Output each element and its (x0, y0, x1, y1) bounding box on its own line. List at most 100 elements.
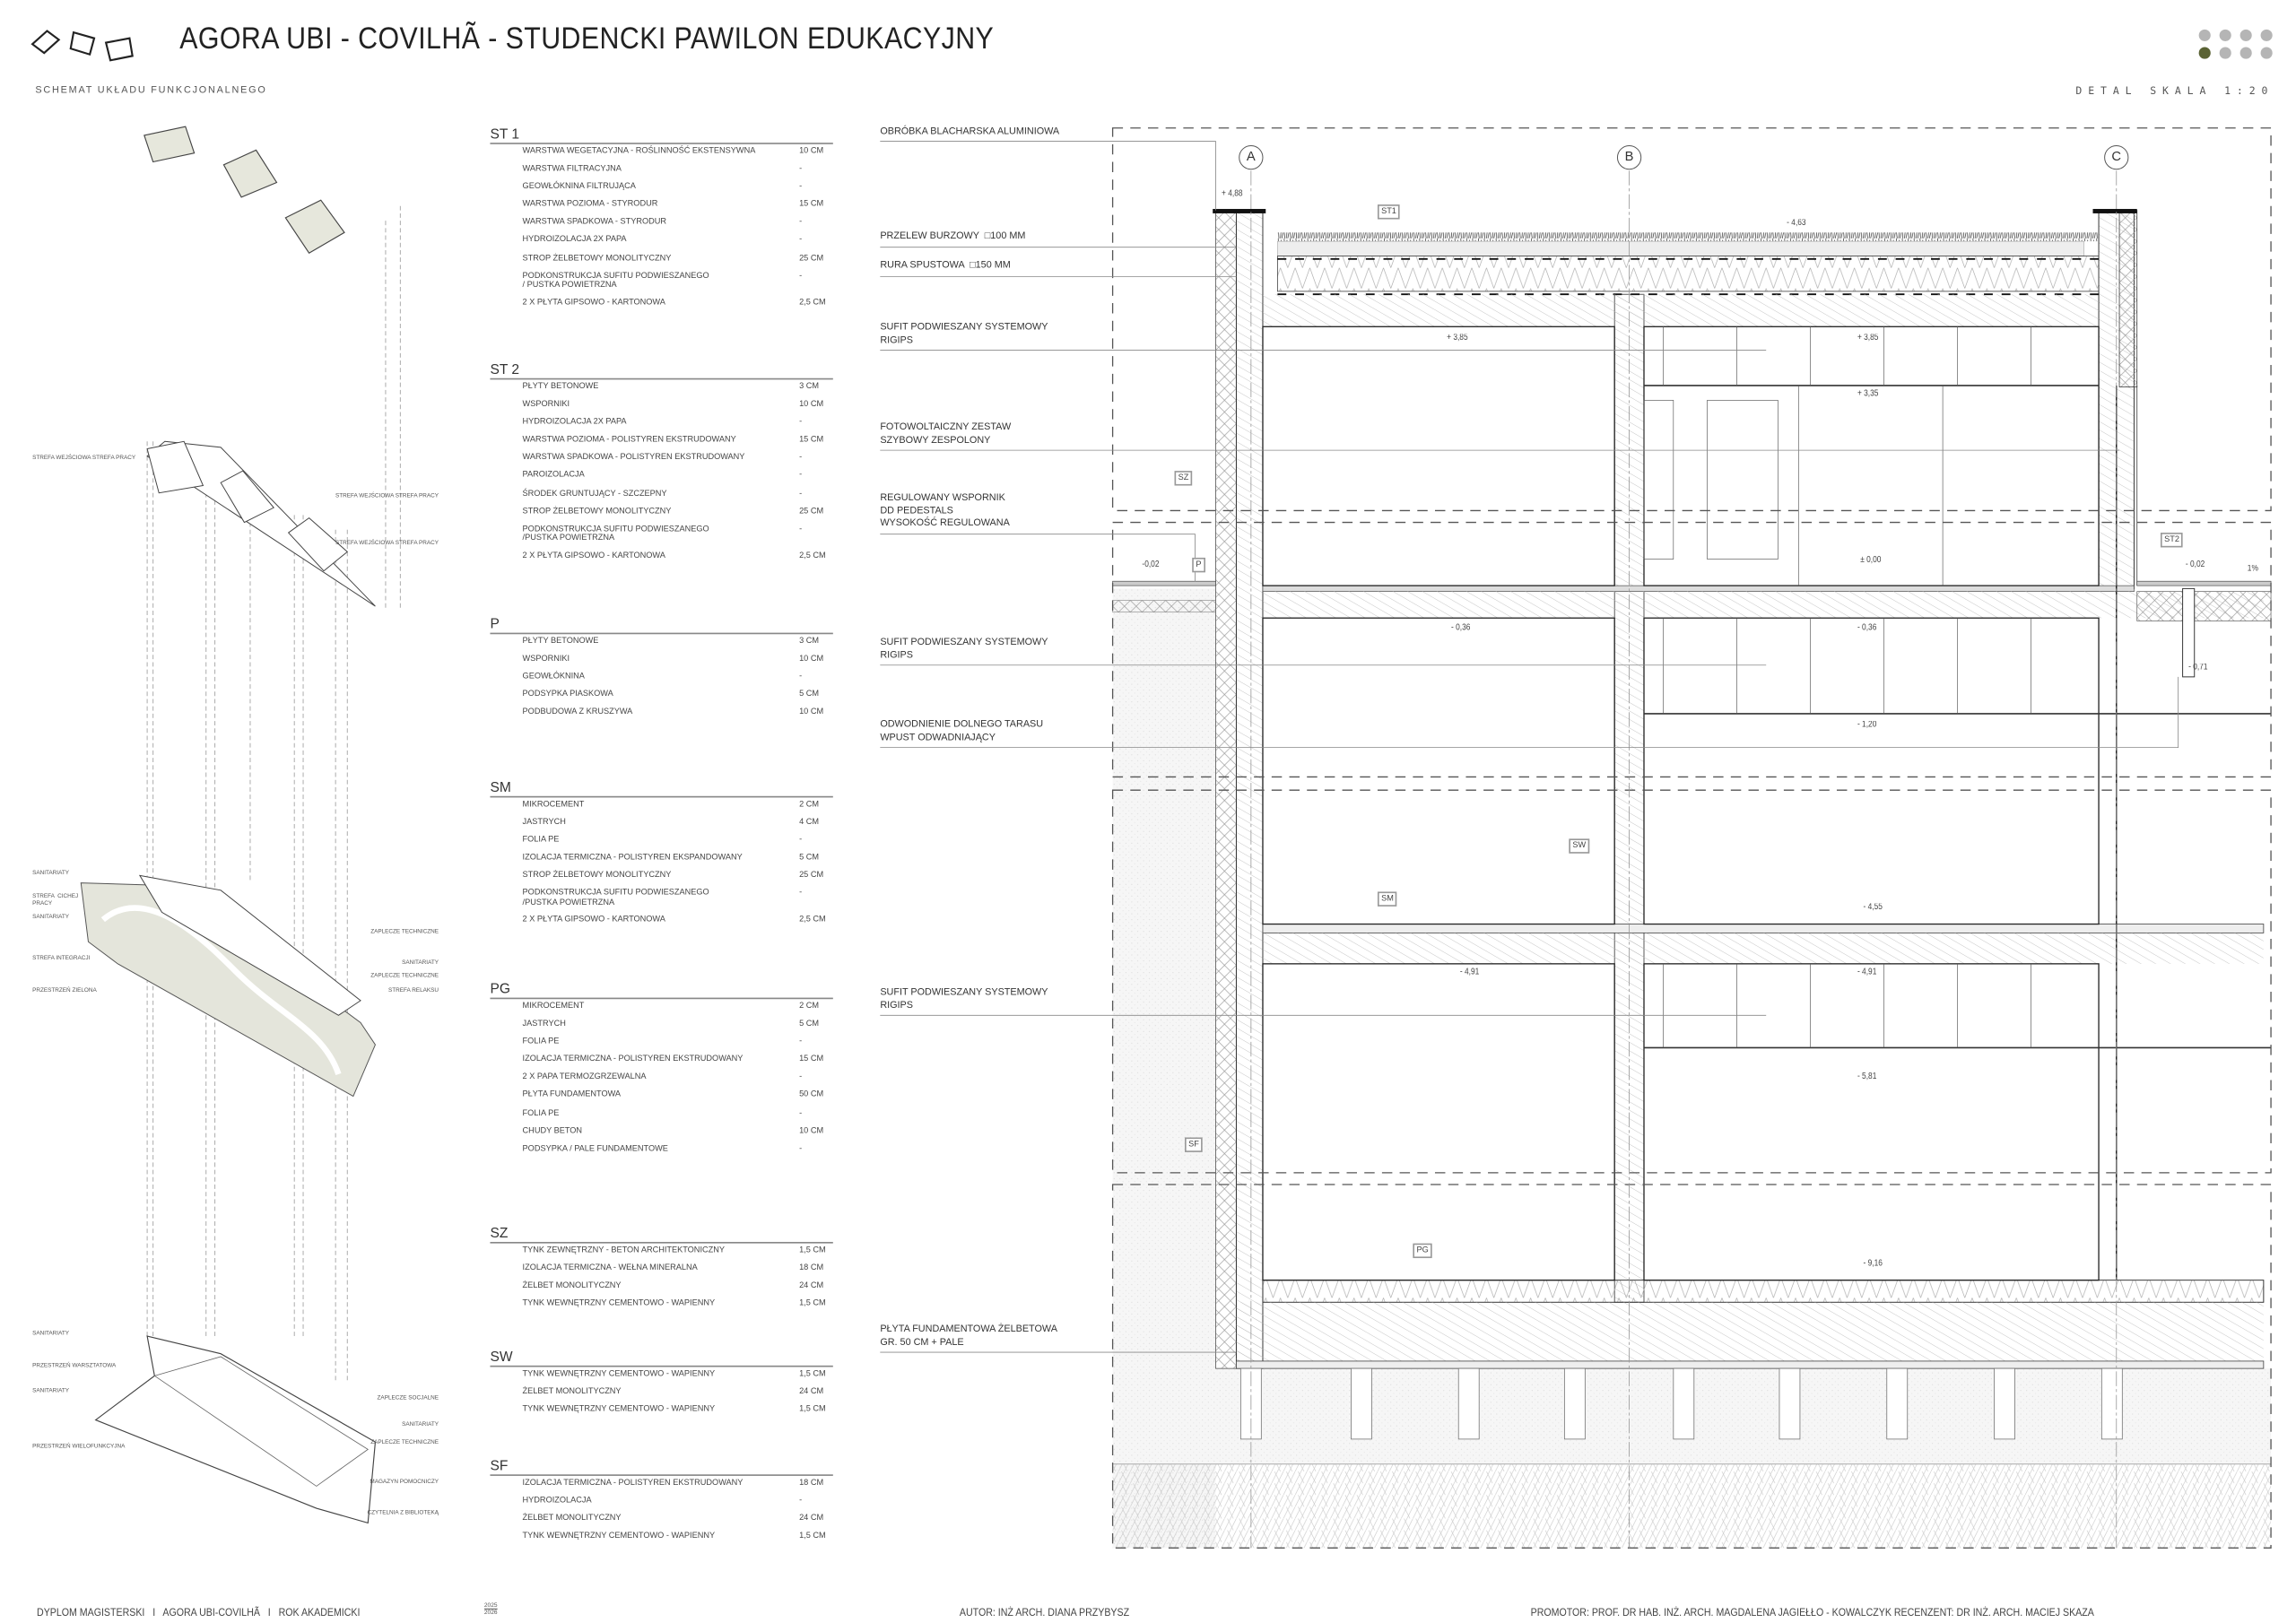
layer-thickness: 10 CM (799, 1126, 824, 1136)
layer-material: WARSTWA SPADKOWA - POLISTYREN EKSTRUDOWA… (522, 454, 745, 463)
layer-thickness: 10 CM (799, 400, 824, 410)
layer-material: WSPORNIKI (522, 655, 570, 664)
annotation: SUFIT PODWIESZANY SYSTEMOWY RIGIPS (880, 322, 1048, 345)
annotation: SUFIT PODWIESZANY SYSTEMOWY RIGIPS (880, 987, 1048, 1011)
year-end: 2026 (483, 1608, 498, 1617)
layer-section-code: SZ (490, 1227, 833, 1244)
layer-section-code: SW (490, 1350, 833, 1367)
axon-label: SANITARIATY (32, 912, 70, 920)
layer-material: 2 X PŁYTA GIPSOWO - KARTONOWA (522, 551, 665, 560)
layer-thickness: - (799, 1108, 803, 1118)
axonometric-diagram (80, 126, 401, 1524)
layer-thickness: 15 CM (799, 1055, 824, 1064)
layer-thickness: - (799, 489, 803, 499)
layer-row: PODKONSTRUKCJA SUFITU PODWIESZANEGO / PU… (490, 269, 832, 296)
axon-label: SANITARIATY (402, 958, 439, 966)
elevation-mark: -0,02 (1142, 560, 1160, 570)
layer-thickness: - (799, 164, 803, 174)
layer-row: IZOLACJA TERMICZNA - POLISTYREN EKSTRUDO… (490, 1053, 832, 1071)
layer-row: HYDROIZOLACJA- (490, 1494, 832, 1512)
layer-row: ŻELBET MONOLITYCZNY 24 CM (490, 1512, 832, 1530)
layer-material: WSPORNIKI (522, 400, 570, 410)
axon-label: SANITARIATY (402, 1419, 439, 1428)
elevation-mark: - 0,02 (2185, 560, 2205, 570)
layer-row: PŁYTY BETONOWE 3 CM (490, 379, 832, 397)
layer-row: PAROIZOLACJA- (490, 469, 832, 487)
layer-material: FOLIA PE (522, 1108, 560, 1118)
layer-thickness: - (799, 1072, 803, 1082)
layer-material: TYNK WEWNĘTRZNY CEMENTOWO - WAPIENNY (522, 1532, 716, 1541)
layer-row: PODKONSTRUKCJA SUFITU PODWIESZANEGO /PUS… (490, 522, 832, 549)
layer-thickness: 2 CM (799, 800, 820, 810)
section-subtitle: SCHEMAT UKŁADU FUNKCJONALNEGO (35, 85, 267, 96)
layer-tag: SW (1569, 838, 1590, 854)
annotation: REGULOWANY WSPORNIK DD PEDESTALS WYSOKOŚ… (880, 492, 1010, 529)
layer-material: ŻELBET MONOLITYCZNY (522, 1281, 622, 1291)
layer-thickness: 25 CM (799, 507, 824, 516)
layer-thickness: 50 CM (799, 1090, 824, 1100)
layer-row: WARSTWA SPADKOWA - POLISTYREN EKSTRUDOWA… (490, 451, 832, 469)
layer-row: PODSYPKA / PALE FUNDAMENTOWE- (490, 1141, 832, 1159)
layer-tag: SM (1377, 891, 1397, 907)
layer-row: TYNK ZEWNĘTRZNY - BETON ARCHITEKTONICZNY… (490, 1244, 832, 1262)
layer-thickness: 10 CM (799, 655, 824, 664)
layer-material: TYNK ZEWNĘTRZNY - BETON ARCHITEKTONICZNY (522, 1245, 725, 1255)
layer-thickness: 2,5 CM (799, 551, 826, 560)
elevation-mark: - 1,20 (1857, 721, 1877, 730)
axon-label: SANITARIATY (32, 1328, 70, 1337)
layer-thickness: 25 CM (799, 872, 824, 881)
layer-thickness: - (799, 454, 803, 463)
layer-material: PODBUDOWA Z KRUSZYWA (522, 707, 633, 717)
annotation: ODWODNIENIE DOLNEGO TARASU WPUST ODWADNI… (880, 719, 1044, 743)
page-dot (2260, 29, 2273, 41)
elevation-mark: + 3,35 (1857, 389, 1879, 399)
layer-thickness: 18 CM (799, 1263, 824, 1273)
layer-tag: ST2 (2160, 533, 2184, 548)
layer-row: 2 X PŁYTA GIPSOWO - KARTONOWA 2,5 CM (490, 549, 832, 567)
layer-material: GEOWŁÓKNINA FILTRUJĄCA (522, 182, 636, 192)
axon-label: STREFA WEJŚCIOWA STREFA PRACY (32, 453, 136, 461)
layer-thickness: 24 CM (799, 1281, 824, 1291)
elevation-mark: - 4,91 (1857, 968, 1877, 977)
axon-label: ZAPLECZE TECHNICZNE (370, 926, 439, 935)
layer-thickness: 24 CM (799, 1387, 824, 1397)
layer-thickness: 2 CM (799, 1002, 820, 1011)
layer-material: WARSTWA WEGETACYJNA - ROŚLINNOŚĆ EKSTENS… (522, 147, 756, 156)
layer-row: IZOLACJA TERMICZNA - POLISTYREN EKSTRUDO… (490, 1476, 832, 1494)
layer-material: ŚRODEK GRUNTUJĄCY - SZCZEPNY (522, 489, 667, 499)
layer-thickness: 3 CM (799, 382, 820, 392)
layer-material: ŻELBET MONOLITYCZNY (522, 1514, 622, 1523)
layer-row: WSPORNIKI 10 CM (490, 652, 832, 670)
layer-thickness: 18 CM (799, 1479, 824, 1488)
layer-material: JASTRYCH (522, 818, 566, 828)
layer-material: GEOWŁÓKNINA (522, 673, 585, 682)
layer-material: 2 X PŁYTA GIPSOWO - KARTONOWA (522, 916, 665, 925)
footer-info: DYPLOM MAGISTERSKI I AGORA UBI-COVILHÃ I… (37, 1605, 361, 1619)
layer-material: PODKONSTRUKCJA SUFITU PODWIESZANEGO / PU… (522, 272, 709, 291)
layer-material: WARSTWA POZIOMA - POLISTYREN EKSTRUDOWAN… (522, 436, 736, 446)
scale-label: DETAL SKALA 1:20 (2075, 85, 2274, 98)
layer-tag: P (1192, 557, 1205, 573)
layer-row: HYDROIZOLACJA 2X PAPA- (490, 415, 832, 433)
layer-thickness: 2,5 CM (799, 298, 826, 308)
layer-material: PODKONSTRUKCJA SUFITU PODWIESZANEGO /PUS… (522, 525, 709, 543)
logo-icon (30, 30, 134, 62)
layer-thickness: 24 CM (799, 1514, 824, 1523)
layer-material: STROP ŻELBETOWY MONOLITYCZNY (522, 254, 672, 264)
layer-material: CHUDY BETON (522, 1126, 583, 1136)
layer-section-code: SF (490, 1459, 833, 1476)
layer-thickness: - (799, 272, 803, 281)
elevation-mark: - 4,55 (1863, 903, 1883, 913)
layer-material: PŁYTY BETONOWE (522, 382, 599, 392)
annotation: FOTOWOLTAICZNY ZESTAW SZYBOWY ZESPOLONY (880, 421, 1012, 446)
